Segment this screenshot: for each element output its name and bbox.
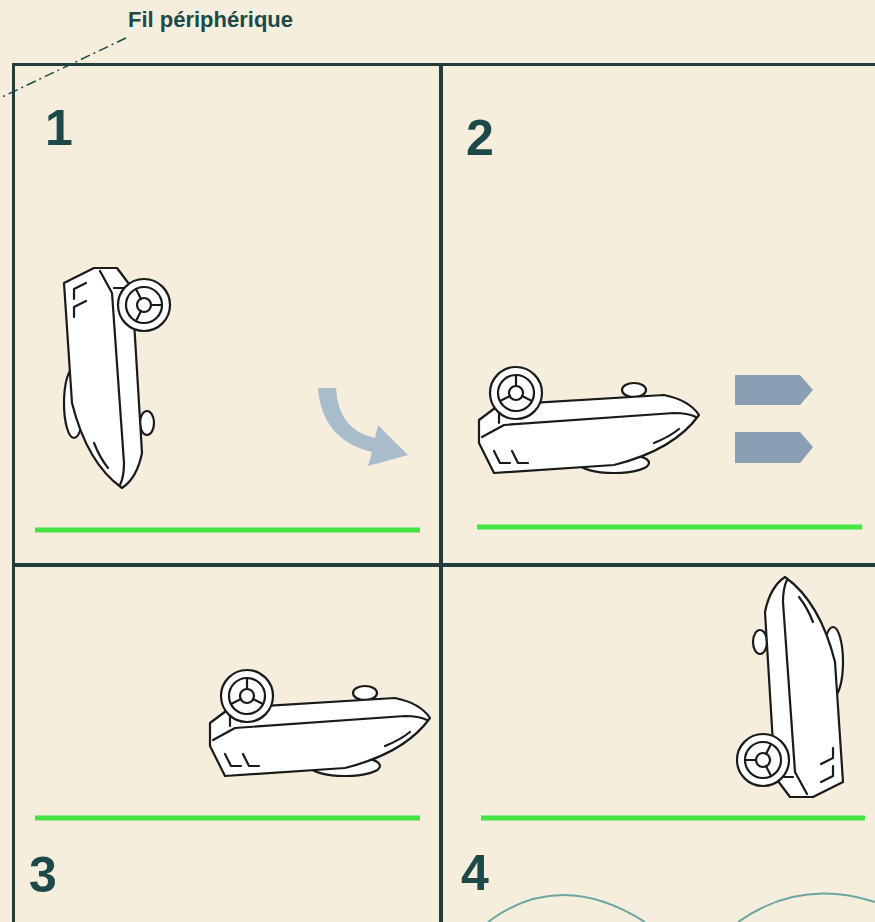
step-panel: 1 — [12, 63, 442, 566]
step-number: 2 — [466, 113, 494, 163]
forward-arrow — [735, 432, 813, 463]
robot-mower — [479, 367, 699, 473]
wire-label: Fil périphérique — [128, 9, 293, 31]
turn-arrow — [318, 388, 408, 466]
step-panel: 2 — [440, 63, 875, 566]
step-number: 1 — [45, 103, 73, 153]
step-number: 3 — [29, 850, 57, 900]
robot-mower — [737, 577, 843, 797]
grass-wave — [488, 894, 875, 922]
forward-arrow — [735, 375, 813, 405]
step-panel: 3 — [12, 564, 442, 922]
step-panel: 4 — [440, 564, 875, 922]
boundary-wire — [35, 527, 865, 818]
leader-line — [0, 38, 126, 98]
step-number: 4 — [461, 848, 489, 898]
robot-mower — [210, 670, 430, 776]
robot-mower — [64, 268, 170, 488]
